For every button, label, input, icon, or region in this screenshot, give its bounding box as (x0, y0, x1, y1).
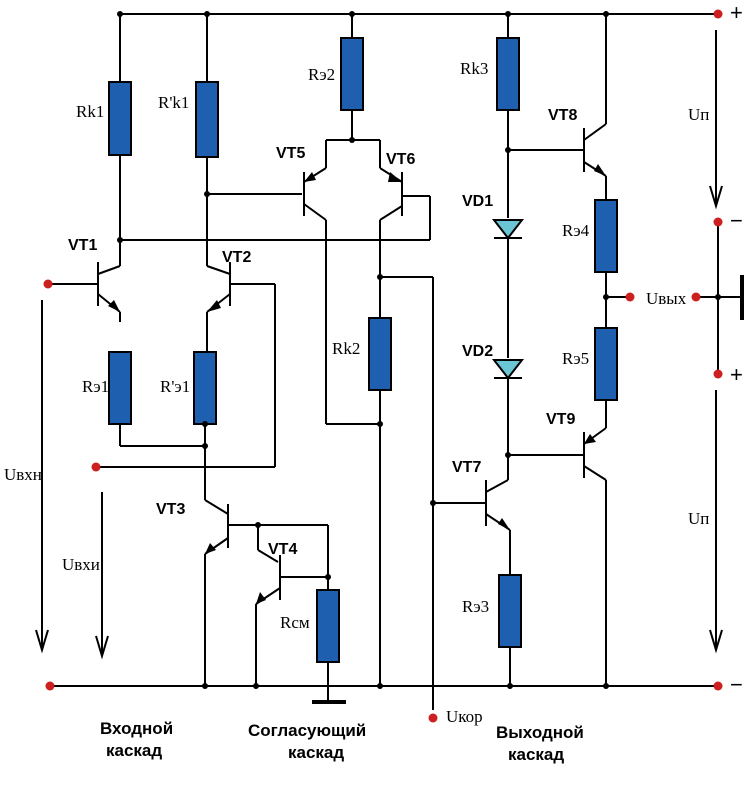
emitter-arrows (108, 164, 606, 604)
label-vt6: VT6 (386, 151, 415, 168)
label-rk1p: R'k1 (158, 93, 189, 112)
sign-mid-minus: − (730, 208, 743, 233)
label-u-p-top: Uп (688, 105, 709, 124)
label-re5: Rэ5 (562, 349, 589, 368)
supply-plus2-terminal (713, 369, 723, 379)
label-re4: Rэ4 (562, 221, 590, 240)
sign-bottom-minus: − (730, 672, 743, 697)
sign-mid-plus: + (730, 362, 743, 387)
label-vt1: VT1 (68, 237, 97, 254)
caption-match-1: Согласующий (248, 721, 366, 740)
label-u-vhn: Uвхн (4, 465, 42, 484)
output-terminal (625, 292, 635, 302)
label-vd2: VD2 (462, 343, 493, 360)
label-rk2: Rk2 (332, 339, 360, 358)
sign-top-plus: + (730, 0, 743, 25)
resistor-rk1p (195, 81, 219, 158)
diode-vd2 (491, 359, 525, 380)
resistor-re3 (498, 574, 522, 648)
load-terminal (691, 292, 701, 302)
label-vt9: VT9 (546, 411, 575, 428)
resistor-rk2 (368, 317, 392, 391)
resistor-rsm (316, 589, 340, 663)
resistor-re1 (108, 351, 132, 425)
resistor-re2 (340, 37, 364, 111)
label-vt5: VT5 (276, 145, 305, 162)
ground-terminal-left (45, 681, 55, 691)
supply-minus2-terminal (713, 681, 723, 691)
label-vt7: VT7 (452, 459, 481, 476)
resistor-re4 (594, 199, 618, 273)
input-terminal-i (91, 462, 101, 472)
label-rsm: Rсм (280, 613, 310, 632)
correction-terminal (428, 713, 438, 723)
resistor-rk1 (108, 81, 132, 156)
supply-minus-terminal (713, 217, 723, 227)
label-re3: Rэ3 (462, 597, 489, 616)
junctions (117, 11, 721, 689)
resistor-rk3 (496, 37, 520, 111)
label-re1p: R'э1 (160, 377, 190, 396)
label-rk1: Rk1 (76, 102, 104, 121)
resistor-re1p (193, 351, 217, 425)
caption-output-1: Выходной (496, 723, 584, 742)
label-vt4: VT4 (268, 541, 297, 558)
label-u-p-bottom: Uп (688, 509, 709, 528)
label-re2: Rэ2 (308, 65, 335, 84)
label-re1: Rэ1 (82, 377, 109, 396)
caption-match-2: каскад (288, 743, 344, 762)
resistor-re5 (594, 327, 618, 401)
label-vt2: VT2 (222, 249, 251, 266)
terminals (43, 9, 723, 723)
label-u-vyh: Uвых (646, 289, 687, 308)
caption-input-2: каскад (106, 741, 162, 760)
label-vt3: VT3 (156, 501, 185, 518)
label-rk3: Rk3 (460, 59, 488, 78)
supply-plus-terminal (713, 9, 723, 19)
label-u-vhi: Uвхи (62, 555, 100, 574)
input-terminal-n (43, 279, 53, 289)
caption-output-2: каскад (508, 745, 564, 764)
label-vt8: VT8 (548, 107, 577, 124)
diode-vd1 (491, 219, 525, 240)
label-u-kor: Uкор (446, 707, 483, 726)
caption-input-1: Входной (100, 719, 173, 738)
label-vd1: VD1 (462, 193, 493, 210)
